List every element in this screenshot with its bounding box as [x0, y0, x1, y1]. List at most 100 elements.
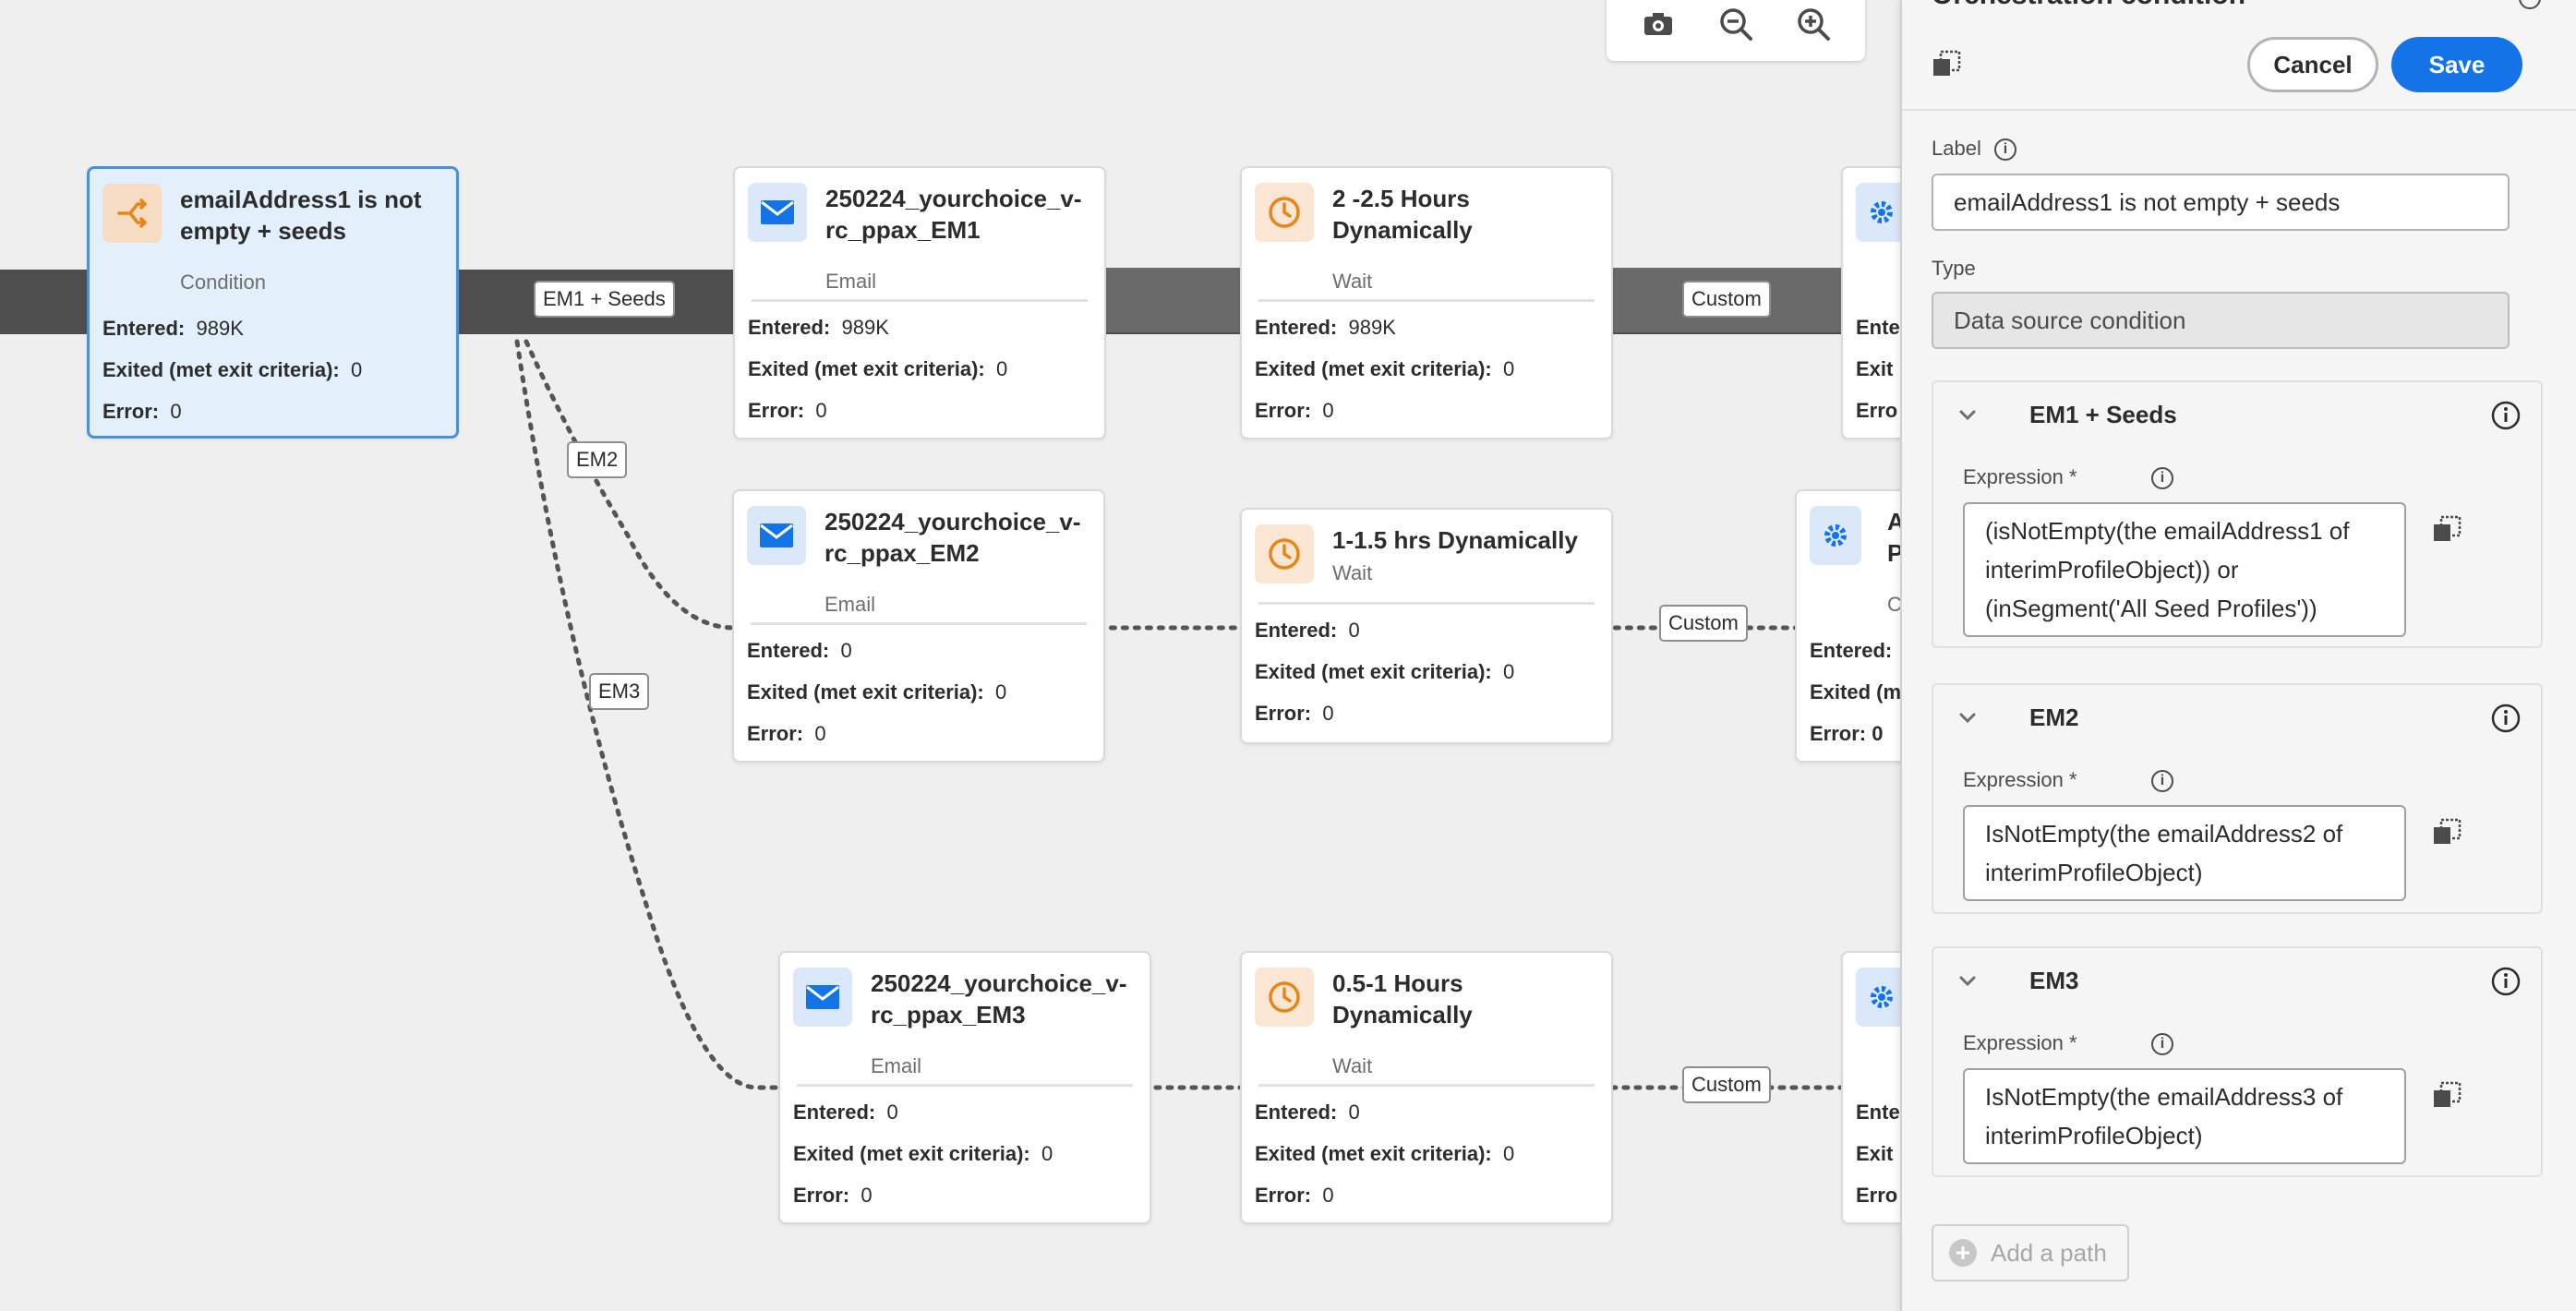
exited-label: Exited (met exit criteria):: [1255, 660, 1492, 683]
cancel-button[interactable]: Cancel: [2247, 37, 2378, 92]
info-icon[interactable]: i: [2151, 1033, 2173, 1055]
node-title: 250224_yourchoice_v- rc_ppax_EM1: [825, 185, 1082, 244]
error-label: Erro: [1856, 1184, 1898, 1207]
exited-label: Exited (met exit criteria):: [1255, 1142, 1492, 1165]
partial-node-1[interactable]: Ente Exit Erro: [1841, 166, 1902, 439]
node-type: C: [1887, 593, 1902, 616]
zoom-in-icon[interactable]: [1793, 4, 1834, 44]
condition-node[interactable]: emailAddress1 is not empty + seeds Condi…: [87, 166, 459, 439]
email-node-em1[interactable]: 250224_yourchoice_v- rc_ppax_EM1 Email E…: [733, 166, 1106, 439]
wait-node-2[interactable]: 1-1.5 hrs Dynamically Wait Entered: 0 Ex…: [1240, 508, 1613, 744]
label-input[interactable]: emailAddress1 is not empty + seeds: [1932, 174, 2510, 231]
info-icon[interactable]: [2491, 967, 2521, 996]
entered-label: Entered:: [1255, 316, 1338, 339]
panel-header: Orchestration condition Cancel Save: [1902, 0, 2576, 111]
node-title: 1-1.5 hrs Dynamically: [1332, 526, 1578, 554]
entered-value: 0: [1348, 1101, 1360, 1124]
edge-label-custom: Custom: [1682, 281, 1771, 318]
info-icon[interactable]: i: [2151, 770, 2173, 792]
expression-input[interactable]: IsNotEmpty(the emailAddress3 of interimP…: [1963, 1068, 2406, 1164]
error-value: 0: [1322, 1184, 1334, 1207]
copy-icon[interactable]: [2432, 816, 2463, 848]
error-value: 0: [1322, 399, 1334, 422]
chevron-down-icon[interactable]: [1956, 705, 1980, 729]
node-type: Email: [871, 1054, 922, 1077]
error-value: 0: [814, 722, 826, 745]
exited-label: Exit: [1856, 357, 1894, 380]
camera-icon[interactable]: [1638, 4, 1679, 44]
wait-node-1[interactable]: 2 -2.5 Hours Dynamically Wait Entered: 9…: [1240, 166, 1613, 439]
label-field-label: Label: [1932, 137, 1981, 160]
entered-value: 989K: [196, 317, 244, 340]
help-icon[interactable]: [2519, 0, 2541, 9]
entered-value: 989K: [1348, 316, 1396, 339]
entered-label: Entered:: [748, 316, 831, 339]
partial-node-2[interactable]: A P C Entered: Exited (m Error: 0: [1795, 489, 1902, 763]
error-label: Error:: [793, 1184, 850, 1207]
info-icon[interactable]: i: [2151, 467, 2173, 489]
zoom-out-icon[interactable]: [1715, 4, 1756, 44]
exited-value: 0: [994, 680, 1007, 704]
node-type: Wait: [1332, 1054, 1373, 1077]
email-icon: [747, 506, 806, 565]
entered-label: Ente: [1856, 316, 1900, 339]
path-section-em2: EM2 Expression * i IsNotEmpty(the emailA…: [1932, 683, 2543, 914]
path-section-em1-seeds: EM1 + Seeds Expression * i (isNotEmpty(t…: [1932, 380, 2543, 648]
save-button[interactable]: Save: [2391, 37, 2522, 92]
exited-label: Exited (m: [1810, 680, 1902, 704]
expression-label: Expression: [1963, 768, 2064, 791]
info-icon[interactable]: i: [1994, 138, 2016, 161]
exited-value: 0: [1041, 1142, 1053, 1165]
add-path-button[interactable]: Add a path: [1932, 1224, 2129, 1281]
chevron-down-icon[interactable]: [1956, 968, 1980, 992]
copy-icon[interactable]: [2432, 1079, 2463, 1111]
partial-node-3[interactable]: Ente Exit Erro: [1841, 951, 1902, 1224]
info-icon[interactable]: [2491, 401, 2521, 430]
node-type: Condition: [180, 271, 266, 294]
email-icon: [748, 183, 807, 242]
clock-icon: [1255, 524, 1314, 583]
exited-value: 0: [995, 357, 1008, 380]
error-label: Error:: [747, 722, 804, 745]
path-name: EM3: [2029, 967, 2079, 994]
journey-canvas[interactable]: emailAddress1 is not empty + seeds Condi…: [0, 0, 1902, 1311]
edge-label-em1-seeds: EM1 + Seeds: [534, 281, 675, 318]
email-node-em3[interactable]: 250224_yourchoice_v- rc_ppax_EM3 Email E…: [778, 951, 1151, 1224]
exited-value: 0: [350, 358, 363, 381]
error-label: Error: 0: [1810, 722, 1884, 745]
chevron-down-icon[interactable]: [1956, 403, 1980, 427]
path-name: EM2: [2029, 704, 2079, 731]
entered-value: 0: [1348, 619, 1360, 642]
exited-label: Exited (met exit criteria):: [747, 680, 984, 704]
gear-icon: [1856, 183, 1902, 242]
exited-value: 0: [1502, 1142, 1515, 1165]
copy-icon[interactable]: [2432, 513, 2463, 545]
required-mark: *: [2068, 1031, 2077, 1054]
error-label: Erro: [1856, 399, 1898, 422]
node-title: A P: [1887, 508, 1902, 567]
edge-label-custom: Custom: [1682, 1066, 1771, 1103]
em3-path-line: [514, 339, 1902, 1090]
entered-label: Entered:: [793, 1101, 876, 1124]
gear-icon: [1810, 506, 1861, 565]
email-node-em2[interactable]: 250224_yourchoice_v- rc_ppax_EM2 Email E…: [732, 489, 1105, 763]
path-section-em3: EM3 Expression * i IsNotEmpty(the emailA…: [1932, 946, 2543, 1177]
node-type: Email: [825, 593, 876, 616]
entered-label: Ente: [1856, 1101, 1900, 1124]
exited-label: Exit: [1856, 1142, 1894, 1165]
wait-node-3[interactable]: 0.5-1 Hours Dynamically Wait Entered: 0 …: [1240, 951, 1613, 1224]
info-icon[interactable]: [2491, 704, 2521, 733]
add-circle-icon: [1949, 1239, 1977, 1267]
error-value: 0: [815, 399, 827, 422]
expression-label: Expression: [1963, 1031, 2064, 1054]
entered-value: 0: [886, 1101, 898, 1124]
expression-input[interactable]: IsNotEmpty(the emailAddress2 of interimP…: [1963, 805, 2406, 901]
node-title: 2 -2.5 Hours Dynamically: [1332, 185, 1473, 244]
expression-input[interactable]: (isNotEmpty(the emailAddress1 of interim…: [1963, 502, 2406, 637]
duplicate-icon[interactable]: [1932, 48, 1963, 79]
node-type: Wait: [1332, 270, 1373, 293]
entered-label: Entered:: [1255, 1101, 1338, 1124]
entered-value: 0: [840, 639, 852, 662]
exited-label: Exited (met exit criteria):: [102, 358, 340, 381]
node-type: Email: [825, 270, 877, 293]
